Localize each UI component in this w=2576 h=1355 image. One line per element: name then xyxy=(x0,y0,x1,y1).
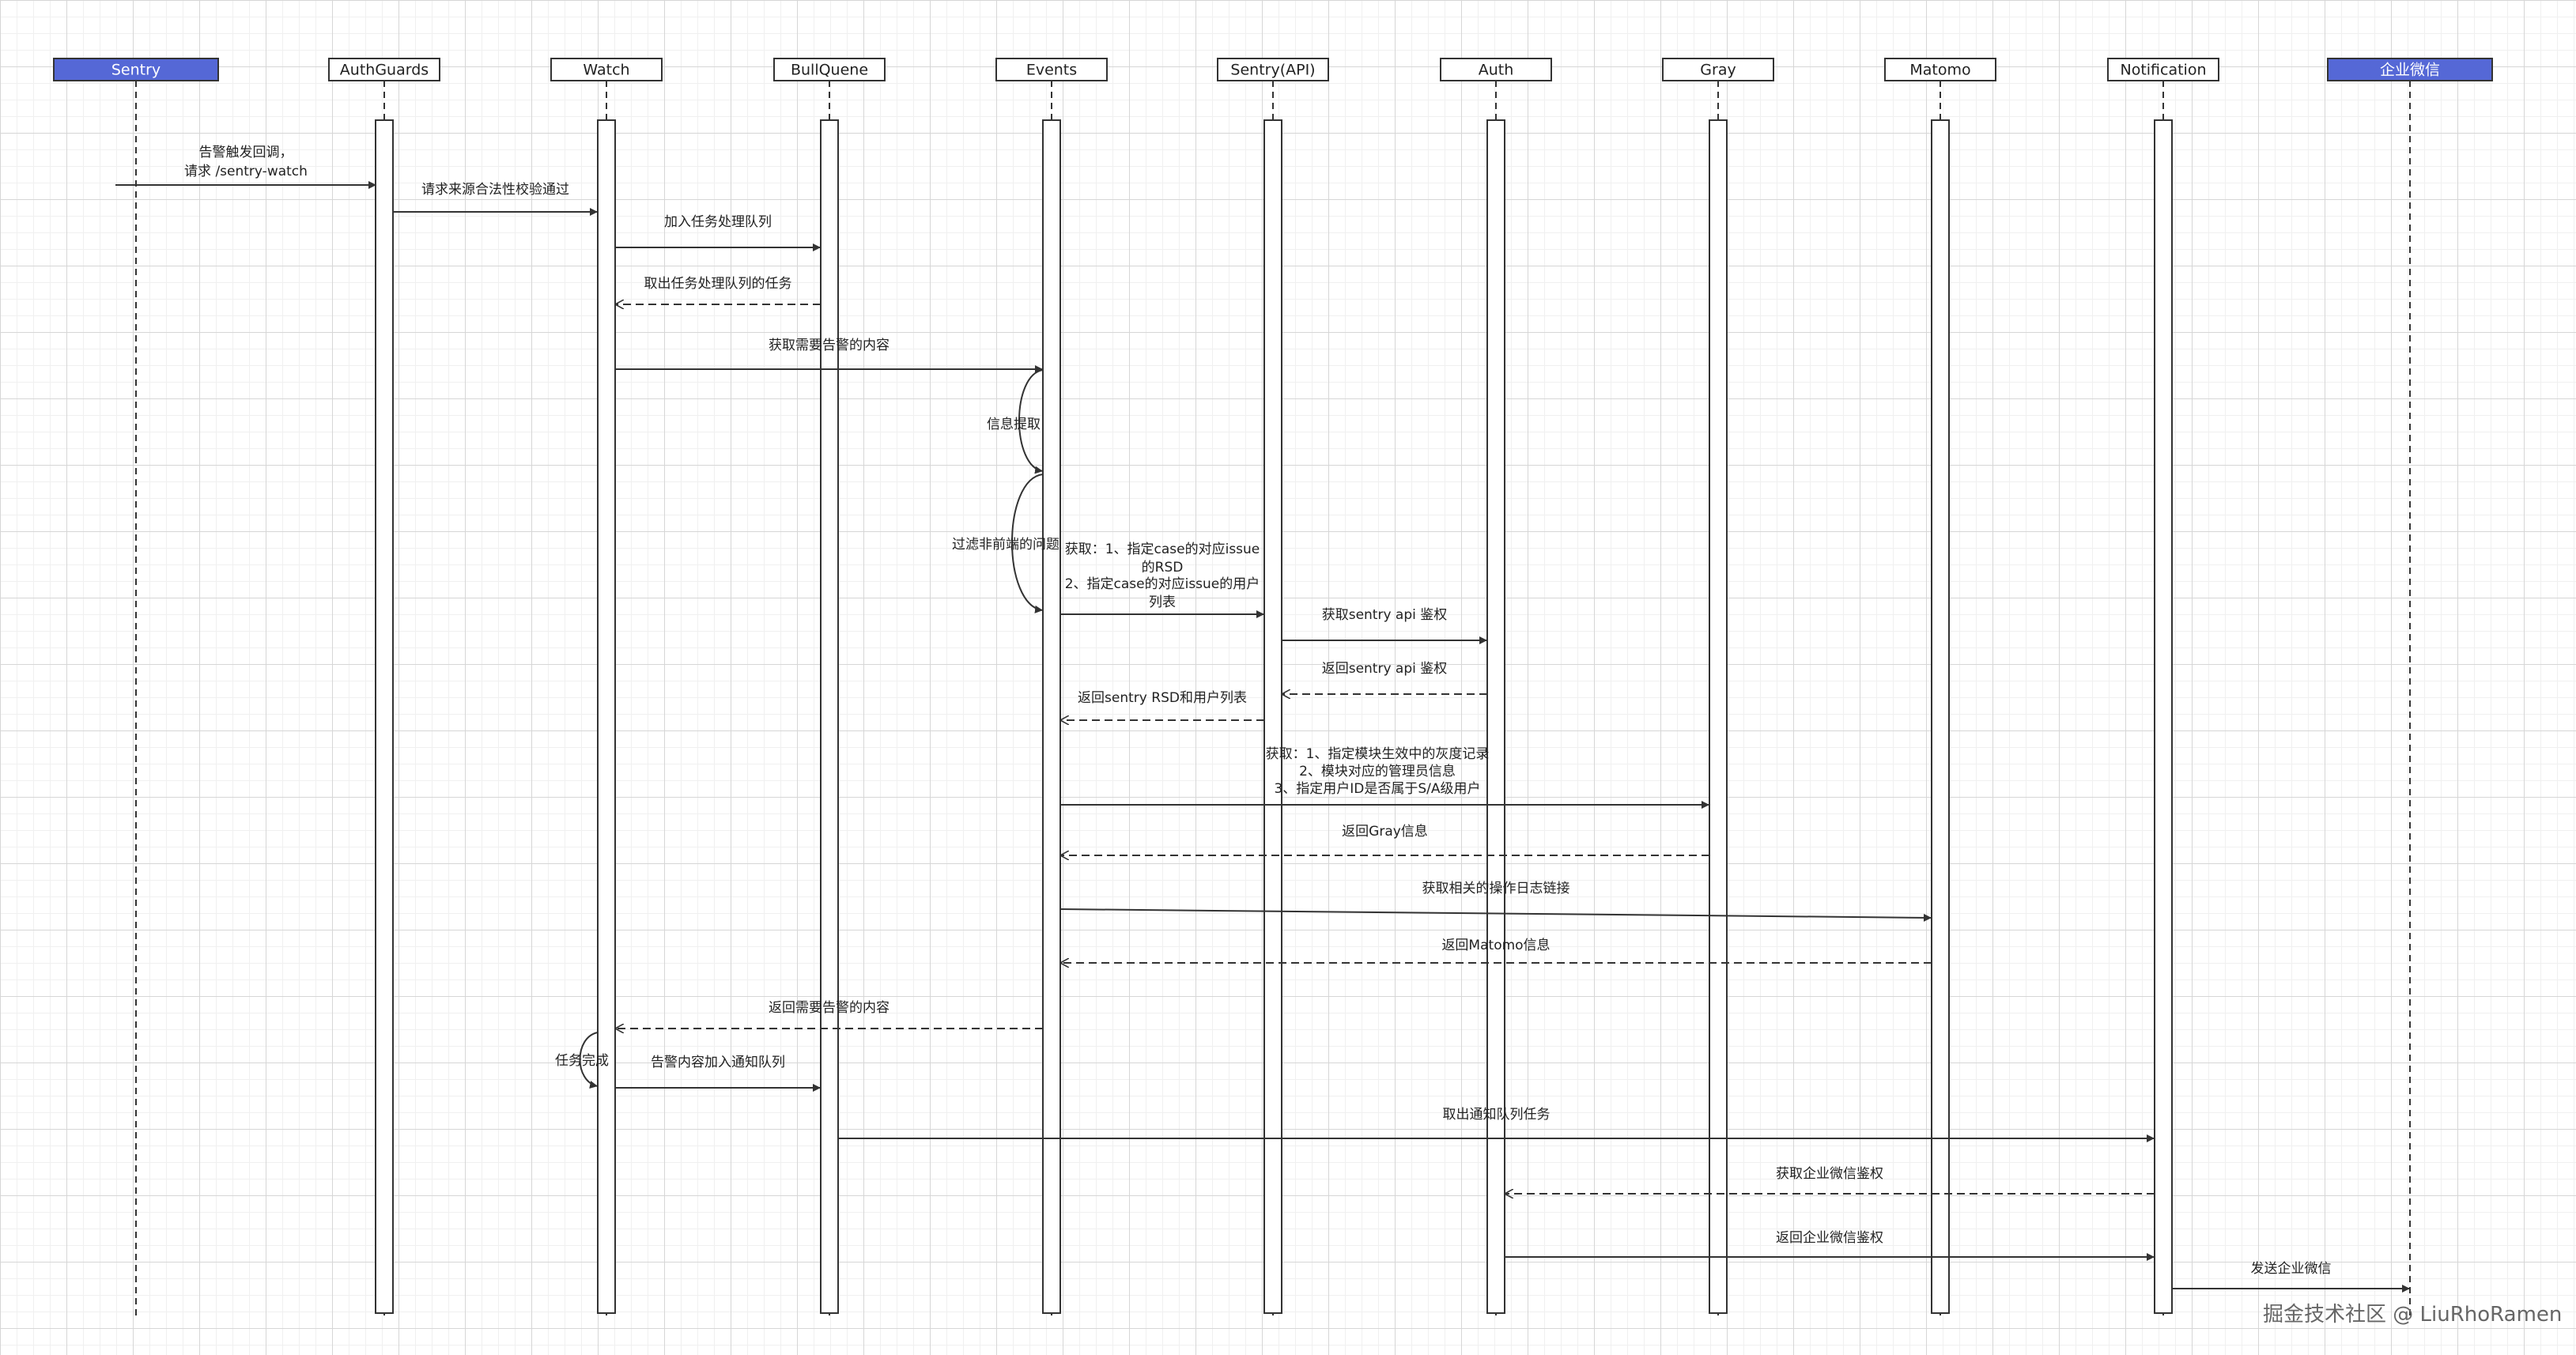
message-label: 3、指定用户ID是否属于S/A级用户 xyxy=(1274,781,1480,797)
message-label: 获取：1、指定模块生效中的灰度记录 xyxy=(1266,746,1490,762)
message-label: 返回Matomo信息 xyxy=(1441,938,1550,953)
participant-events: Events xyxy=(995,58,1108,81)
participant-label-events: Events xyxy=(1026,62,1077,79)
self-note-label: 任务完成 xyxy=(555,1053,609,1069)
participant-gray: Gray xyxy=(1662,58,1774,81)
message-notification-to-auth: 获取企业微信鉴权 xyxy=(1505,1166,2155,1194)
participant-label-gray: Gray xyxy=(1700,62,1736,79)
message-label: 取出通知队列任务 xyxy=(1443,1107,1551,1123)
message-sentry-api-to-events: 返回sentry RSD和用户列表 xyxy=(1060,690,1264,720)
participant-label-matomo: Matomo xyxy=(1909,62,1970,79)
message-events-to-watch: 返回需要告警的内容 xyxy=(615,1000,1043,1029)
message-label: 2、指定case的对应issue的用户 xyxy=(1065,576,1260,592)
participant-sentry-api: Sentry(API) xyxy=(1217,58,1329,81)
self-note-curve xyxy=(1011,474,1044,613)
participant-watch: Watch xyxy=(550,58,663,81)
participant-label-watch: Watch xyxy=(583,62,629,79)
activation-bar-notification xyxy=(2154,119,2173,1314)
participant-box-sentry-api xyxy=(1217,58,1329,81)
participant-box-notification xyxy=(2107,58,2219,81)
message-notification-to-wecom: 发送企业微信 xyxy=(2172,1261,2410,1293)
activation-bar-authguards xyxy=(375,119,394,1314)
message-label: 返回企业微信鉴权 xyxy=(1776,1230,1883,1246)
message-label: 请求来源合法性校验通过 xyxy=(421,182,569,198)
activation-bar-matomo xyxy=(1931,119,1950,1314)
message-label: 发送企业微信 xyxy=(2251,1261,2332,1277)
message-label: 获取sentry api 鉴权 xyxy=(1322,607,1448,623)
message-label: 列表 xyxy=(1149,594,1176,610)
self-note-label: 信息提取 xyxy=(987,417,1041,432)
participant-auth: Auth xyxy=(1440,58,1552,81)
participant-box-wecom xyxy=(2327,58,2493,81)
participant-notification: Notification xyxy=(2107,58,2219,81)
participant-label-bullquene: BullQuene xyxy=(791,62,868,79)
message-label: 获取：1、指定case的对应issue xyxy=(1065,542,1260,557)
message-auth-to-sentry-api: 返回sentry api 鉴权 xyxy=(1282,661,1487,694)
activation-bar-sentry-api xyxy=(1263,119,1282,1314)
participant-authguards: AuthGuards xyxy=(328,58,440,81)
participant-wecom: 企业微信 xyxy=(2327,58,2493,81)
message-watch-to-events: 获取需要告警的内容 xyxy=(615,338,1043,373)
activation-bar-bullquene xyxy=(820,119,839,1314)
message-sentry-api-to-auth: 获取sentry api 鉴权 xyxy=(1282,607,1487,644)
message-events-to-gray: 获取：1、指定模块生效中的灰度记录 2、模块对应的管理员信息 3、指定用户ID是否属… xyxy=(1060,746,1709,809)
message-label: 返回sentry api 鉴权 xyxy=(1322,661,1448,677)
participant-matomo: Matomo xyxy=(1884,58,1996,81)
participant-box-authguards xyxy=(328,58,440,81)
message-bullquene-to-watch: 取出任务处理队列的任务 xyxy=(615,276,821,304)
self-note-2: 任务完成 xyxy=(555,1032,609,1089)
message-label: 的RSD xyxy=(1142,560,1184,576)
message-events-to-matomo: 获取相关的操作日志链接 xyxy=(1059,881,1932,922)
participant-bullquene: BullQuene xyxy=(773,58,886,81)
activation-bar-events xyxy=(1042,119,1061,1314)
message-label: 返回sentry RSD和用户列表 xyxy=(1078,690,1247,706)
message-watch-to-bullquene: 告警内容加入通知队列 xyxy=(615,1055,821,1092)
message-watch-to-bullquene: 加入任务处理队列 xyxy=(615,214,821,251)
self-note-curve xyxy=(579,1032,599,1089)
message-label: 返回需要告警的内容 xyxy=(769,1000,890,1016)
message-label: 2、模块对应的管理员信息 xyxy=(1299,764,1456,779)
participant-box-gray xyxy=(1662,58,1774,81)
participant-label-auth: Auth xyxy=(1479,62,1514,79)
message-label: 告警触发回调， xyxy=(199,145,293,160)
participant-label-sentry-api: Sentry(API) xyxy=(1230,62,1315,79)
message-label: 获取需要告警的内容 xyxy=(769,338,890,353)
message-gray-to-events: 返回Gray信息 xyxy=(1060,824,1709,855)
message-bullquene-to-notification: 取出通知队列任务 xyxy=(838,1107,2155,1142)
self-note-label: 过滤非前端的问题 xyxy=(952,537,1059,553)
message-label: 加入任务处理队列 xyxy=(664,214,772,230)
activation-bar-auth xyxy=(1486,119,1505,1314)
participant-box-auth xyxy=(1440,58,1552,81)
participant-label-notification: Notification xyxy=(2120,62,2206,79)
self-note-1: 过滤非前端的问题 xyxy=(952,474,1059,613)
message-matomo-to-events: 返回Matomo信息 xyxy=(1060,938,1932,963)
participant-box-matomo xyxy=(1884,58,1996,81)
message-label: 获取相关的操作日志链接 xyxy=(1422,881,1570,896)
participant-label-sentry: Sentry xyxy=(111,62,161,79)
message-label: 告警内容加入通知队列 xyxy=(651,1055,785,1070)
activation-bar-watch xyxy=(597,119,616,1314)
message-label: 获取企业微信鉴权 xyxy=(1776,1166,1883,1182)
message-label: 返回Gray信息 xyxy=(1342,824,1428,840)
message-label: 请求 /sentry-watch xyxy=(184,164,308,179)
self-note-0: 信息提取 xyxy=(987,369,1044,474)
message-events-to-sentry-api: 获取：1、指定case的对应issue 的RSD2、指定case的对应issue的… xyxy=(1060,542,1264,618)
self-note-curve xyxy=(1018,369,1044,474)
message-sentry-to-authguards: 告警触发回调， 请求 /sentry-watch xyxy=(115,145,376,189)
participant-sentry: Sentry xyxy=(53,58,219,81)
message-auth-to-notification: 返回企业微信鉴权 xyxy=(1505,1230,2155,1261)
participant-label-wecom: 企业微信 xyxy=(2380,62,2440,79)
participant-box-watch xyxy=(550,58,663,81)
participant-label-authguards: AuthGuards xyxy=(340,62,429,79)
activation-bar-gray xyxy=(1709,119,1728,1314)
watermark-text: 掘金技术社区 @ LiuRhoRamen xyxy=(2263,1303,2563,1327)
message-label: 取出任务处理队列的任务 xyxy=(644,276,792,292)
message-authguards-to-watch: 请求来源合法性校验通过 xyxy=(393,182,598,216)
participant-box-bullquene xyxy=(773,58,886,81)
participant-box-sentry xyxy=(53,58,219,81)
participant-box-events xyxy=(995,58,1108,81)
message-arrow xyxy=(1059,908,1932,922)
